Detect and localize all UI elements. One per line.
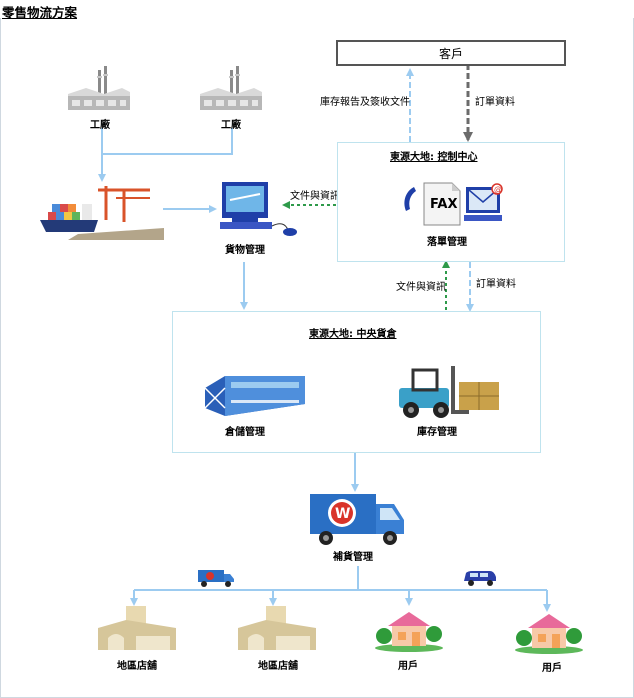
warehouse-icon: [204, 376, 305, 416]
factory-2-label: 工廠: [221, 120, 241, 131]
central-warehouse-box: 東源大地: 中央貨倉 倉儲管理 庫存管理: [172, 311, 541, 453]
connector-factory-2: [102, 128, 233, 155]
user-1-label: 用戶: [398, 661, 418, 672]
house-icon: [515, 614, 583, 654]
factory-icon: [200, 66, 262, 110]
house-icon: [375, 612, 443, 652]
svg-text:@: @: [494, 185, 502, 194]
label-order-data-mid: 訂單資料: [476, 279, 516, 290]
factory-1-label: 工廠: [90, 120, 110, 131]
email-computer-icon: @: [464, 183, 503, 221]
van-icon: [464, 571, 496, 586]
label-docs-info-left: 文件與資訊: [290, 191, 340, 202]
forklift-icon: [399, 366, 499, 418]
label-stock-report: 庫存報告及簽收文件: [320, 97, 410, 108]
store-2-label: 地區店舖: [258, 661, 298, 672]
storage-management-label: 倉儲管理: [225, 427, 265, 438]
phone-icon: [404, 187, 416, 211]
cargo-ship-icon: [40, 186, 164, 240]
user-2-label: 用戶: [542, 663, 562, 674]
order-management-label: 落單管理: [427, 237, 467, 248]
fax-text: FAX: [430, 197, 458, 212]
svg-text:W: W: [335, 506, 350, 522]
fax-icon: [423, 182, 461, 226]
inventory-management-label: 庫存管理: [417, 427, 457, 438]
computer-icon: [220, 182, 297, 236]
replenishment-management-label: 補貨管理: [333, 552, 373, 563]
delivery-truck-icon: W: [310, 494, 404, 545]
central-warehouse-title: 東源大地: 中央貨倉: [309, 329, 397, 340]
customer-box: 客戶: [336, 40, 566, 66]
store-1-label: 地區店舖: [117, 661, 157, 672]
customer-label: 客戶: [438, 47, 463, 61]
factory-icon: [68, 66, 130, 110]
goods-management-label: 貨物管理: [225, 245, 265, 256]
delivery-truck-icon: [198, 570, 234, 587]
control-center-title: 東源大地: 控制中心: [390, 152, 478, 163]
label-order-data-top: 訂單資料: [475, 97, 515, 108]
page-title: 零售物流方案: [2, 5, 78, 20]
store-icon: [98, 606, 176, 650]
frame-left-border: [0, 18, 1, 698]
store-icon: [238, 606, 316, 650]
label-docs-info-mid: 文件與資訊: [396, 282, 446, 293]
control-center-box: 東源大地: 控制中心 FAX @ 落單管理: [337, 142, 565, 262]
